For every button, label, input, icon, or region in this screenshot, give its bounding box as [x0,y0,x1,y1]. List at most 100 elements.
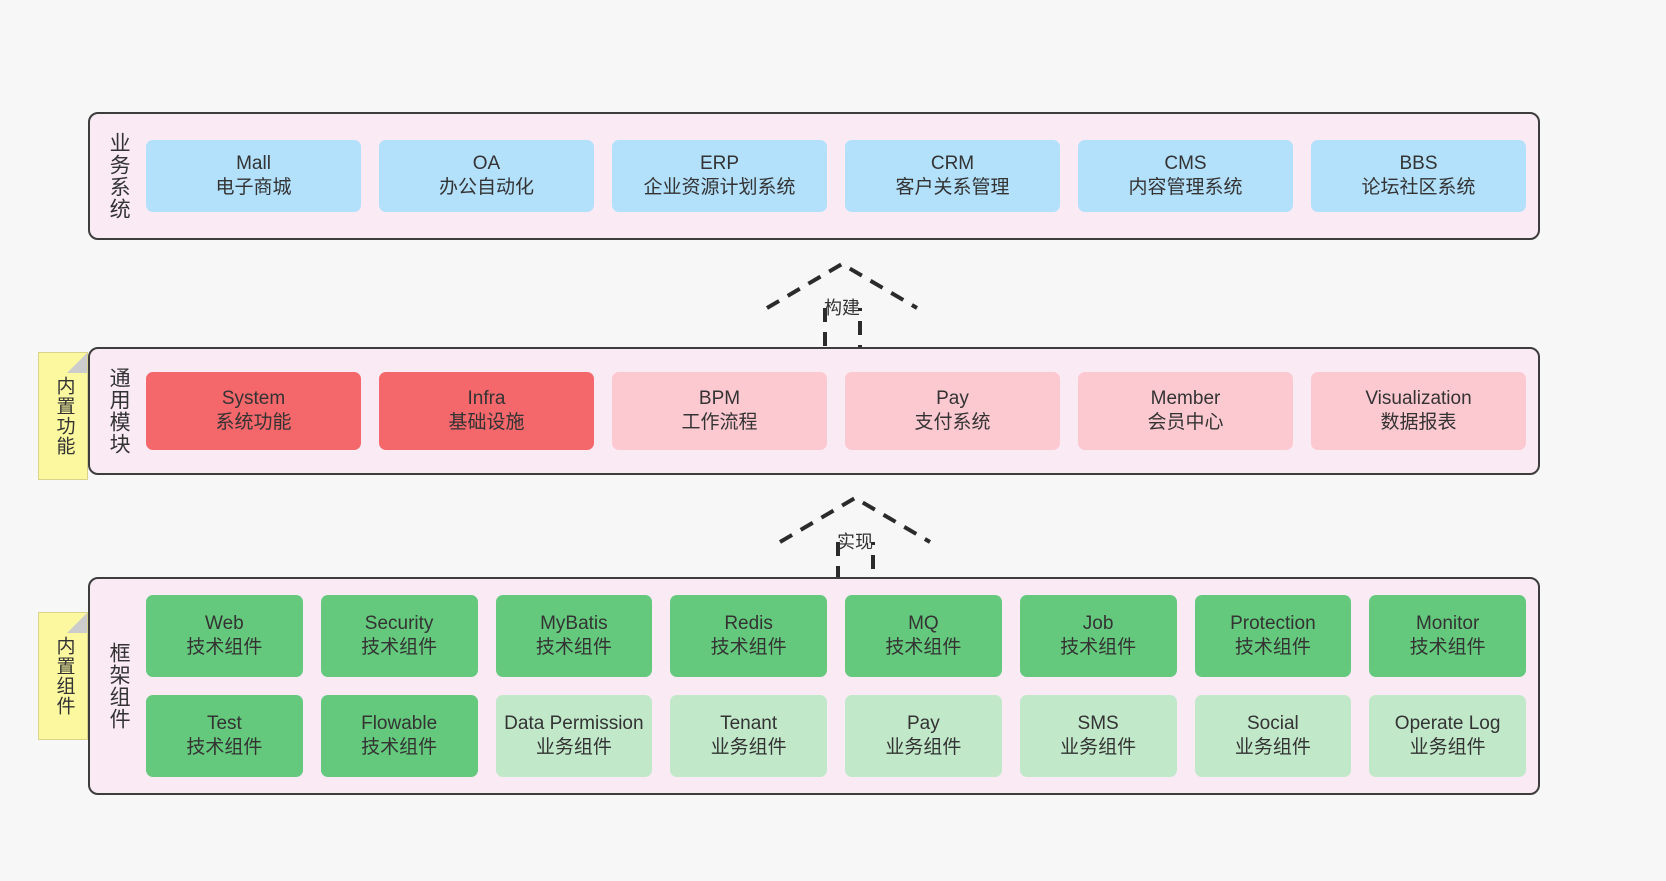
card-pay-business[interactable]: Pay 业务组件 [845,695,1002,777]
card-title-en: BBS [1399,152,1438,174]
card-web[interactable]: Web 技术组件 [146,595,303,677]
card-data-permission[interactable]: Data Permission 业务组件 [495,695,653,777]
card-social[interactable]: Social 业务组件 [1194,695,1352,777]
layer-common-module: 通用模块 System 系统功能 Infra 基础设施 BPM 工作流程 Pay… [88,347,1540,475]
card-title-cn: 业务组件 [1409,737,1486,758]
card-title-en: Tenant [720,712,778,734]
card-title-cn: 技术组件 [1060,637,1137,658]
card-title-cn: 技术组件 [186,637,263,658]
connector-implement-label: 实现 [837,532,873,552]
card-title-cn: 办公自动化 [438,177,534,198]
card-title-en: SMS [1077,712,1119,734]
layer-business-system-body: Mall 电子商城 OA 办公自动化 ERP 企业资源计划系统 CRM 客户关系… [146,114,1538,238]
card-title-cn: 支付系统 [914,412,991,433]
card-protection[interactable]: Protection 技术组件 [1194,595,1352,677]
card-title-cn: 内容管理系统 [1128,177,1243,198]
card-title-en: Redis [724,612,773,634]
card-title-en: Pay [907,712,940,734]
card-title-cn: 业务组件 [885,737,962,758]
card-title-cn: 技术组件 [885,637,962,658]
layer-business-system-title: 业务系统 [107,132,131,220]
card-title-en: BPM [698,387,741,409]
card-title-cn: 客户关系管理 [895,177,1010,198]
card-pay[interactable]: Pay 支付系统 [845,372,1060,450]
card-title-en: MyBatis [540,612,608,634]
card-title-cn: 数据报表 [1380,412,1457,433]
card-title-cn: 系统功能 [215,412,292,433]
card-title-cn: 论坛社区系统 [1361,177,1476,198]
card-redis[interactable]: Redis 技术组件 [670,595,827,677]
card-title-en: OA [472,152,501,174]
card-bpm[interactable]: BPM 工作流程 [612,372,827,450]
layer-framework-component-title: 框架组件 [107,642,131,730]
card-infra[interactable]: Infra 基础设施 [379,372,594,450]
card-mq[interactable]: MQ 技术组件 [845,595,1002,677]
card-title-cn: 技术组件 [535,637,612,658]
card-cms[interactable]: CMS 内容管理系统 [1078,140,1293,212]
card-monitor[interactable]: Monitor 技术组件 [1369,595,1526,677]
card-system[interactable]: System 系统功能 [146,372,361,450]
card-job[interactable]: Job 技术组件 [1019,595,1177,677]
card-row: Mall 电子商城 OA 办公自动化 ERP 企业资源计划系统 CRM 客户关系… [146,140,1526,212]
card-security[interactable]: Security 技术组件 [320,595,478,677]
sticky-note-label: 内置组件 [53,636,75,716]
connector-build-arrow: 构建 [757,256,927,356]
card-title-cn: 基础设施 [448,412,525,433]
connector-implement-arrow: 实现 [770,490,940,590]
card-crm[interactable]: CRM 客户关系管理 [845,140,1060,212]
card-bbs[interactable]: BBS 论坛社区系统 [1311,140,1526,212]
card-mall[interactable]: Mall 电子商城 [146,140,361,212]
card-title-en: System [221,387,286,409]
card-title-cn: 技术组件 [361,737,438,758]
card-title-cn: 技术组件 [186,737,263,758]
card-title-en: Infra [467,387,506,409]
sticky-note-label: 内置功能 [53,376,75,456]
card-title-en: MQ [908,612,939,634]
card-title-en: Mall [236,152,271,174]
card-title-cn: 工作流程 [681,412,758,433]
card-title-en: Security [364,612,434,634]
card-title-en: Member [1150,387,1221,409]
card-visualization[interactable]: Visualization 数据报表 [1311,372,1526,450]
card-title-cn: 业务组件 [1060,737,1137,758]
card-title-en: Monitor [1415,612,1480,634]
card-title-en: Data Permission [504,712,644,734]
card-title-en: CMS [1164,152,1207,174]
layer-framework-component-body: Web 技术组件 Security 技术组件 MyBatis 技术组件 Redi… [146,579,1538,793]
layer-business-system: 业务系统 Mall 电子商城 OA 办公自动化 ERP 企业资源计划系统 CRM… [88,112,1540,240]
card-title-en: Protection [1230,612,1316,634]
card-title-en: Job [1082,612,1114,634]
card-tenant[interactable]: Tenant 业务组件 [670,695,827,777]
card-operate-log[interactable]: Operate Log 业务组件 [1369,695,1526,777]
card-title-cn: 业务组件 [1234,737,1311,758]
card-title-cn: 技术组件 [710,637,787,658]
card-title-cn: 业务组件 [535,737,612,758]
card-row: Web 技术组件 Security 技术组件 MyBatis 技术组件 Redi… [146,595,1526,677]
card-title-cn: 业务组件 [710,737,787,758]
card-title-cn: 技术组件 [1409,637,1486,658]
card-title-en: Visualization [1365,387,1472,409]
card-title-en: ERP [699,152,740,174]
card-title-cn: 电子商城 [215,177,292,198]
card-row: System 系统功能 Infra 基础设施 BPM 工作流程 Pay 支付系统… [146,372,1526,450]
sticky-note-builtin-component: 内置组件 [38,612,88,740]
card-title-cn: 企业资源计划系统 [643,177,796,198]
card-title-en: Pay [936,387,969,409]
layer-common-module-body: System 系统功能 Infra 基础设施 BPM 工作流程 Pay 支付系统… [146,349,1538,473]
card-title-en: Web [205,612,244,634]
card-title-en: CRM [930,152,975,174]
card-title-cn: 会员中心 [1147,412,1224,433]
card-row: Test 技术组件 Flowable 技术组件 Data Permission … [146,695,1526,777]
card-sms[interactable]: SMS 业务组件 [1019,695,1177,777]
card-oa[interactable]: OA 办公自动化 [379,140,594,212]
card-mybatis[interactable]: MyBatis 技术组件 [495,595,653,677]
card-erp[interactable]: ERP 企业资源计划系统 [612,140,827,212]
card-title-en: Flowable [361,712,438,734]
connector-build-label: 构建 [824,298,860,318]
card-title-en: Test [206,712,242,734]
card-member[interactable]: Member 会员中心 [1078,372,1293,450]
card-flowable[interactable]: Flowable 技术组件 [320,695,478,777]
card-test[interactable]: Test 技术组件 [146,695,303,777]
card-title-en: Operate Log [1394,712,1501,734]
